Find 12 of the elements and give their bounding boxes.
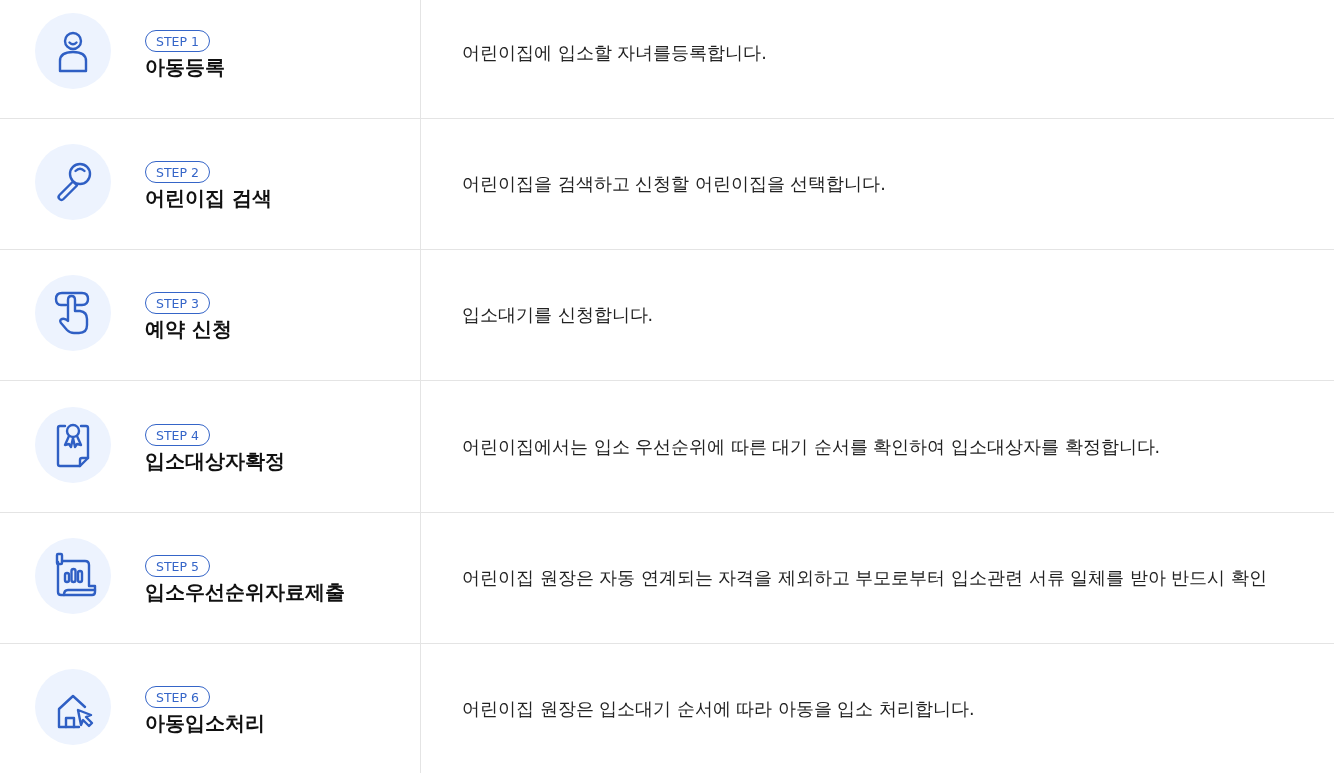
step-description: 어린이집에 입소할 자녀를등록합니다.	[462, 42, 767, 65]
step-title: 입소우선순위자료제출	[145, 578, 345, 605]
step-description: 어린이집에서는 입소 우선순위에 따른 대기 순서를 확인하여 입소대상자를 확정합니다.	[462, 435, 1161, 459]
step-description: 어린이집을 검색하고 신청할 어린이집을 선택합니다.	[462, 173, 886, 197]
step-description: 어린이집 원장은 입소대기 순서에 따라 아동을 입소 처리합니다.	[462, 698, 975, 721]
step-description: 입소대기를 신청합니다.	[462, 304, 654, 328]
step-description: 어린이집 원장은 자동 연계되는 자격을 제외하고 부모로부터 입소관련 서류 일체를 받아 반드시 확인	[462, 566, 1267, 590]
step-title: 예약 신청	[145, 316, 232, 343]
step-title: 어린이집 검색	[145, 185, 272, 212]
step-title: 입소대상자확정	[145, 447, 285, 474]
step-title: 아동등록	[145, 54, 225, 80]
step-title: 아동입소처리	[145, 710, 265, 736]
